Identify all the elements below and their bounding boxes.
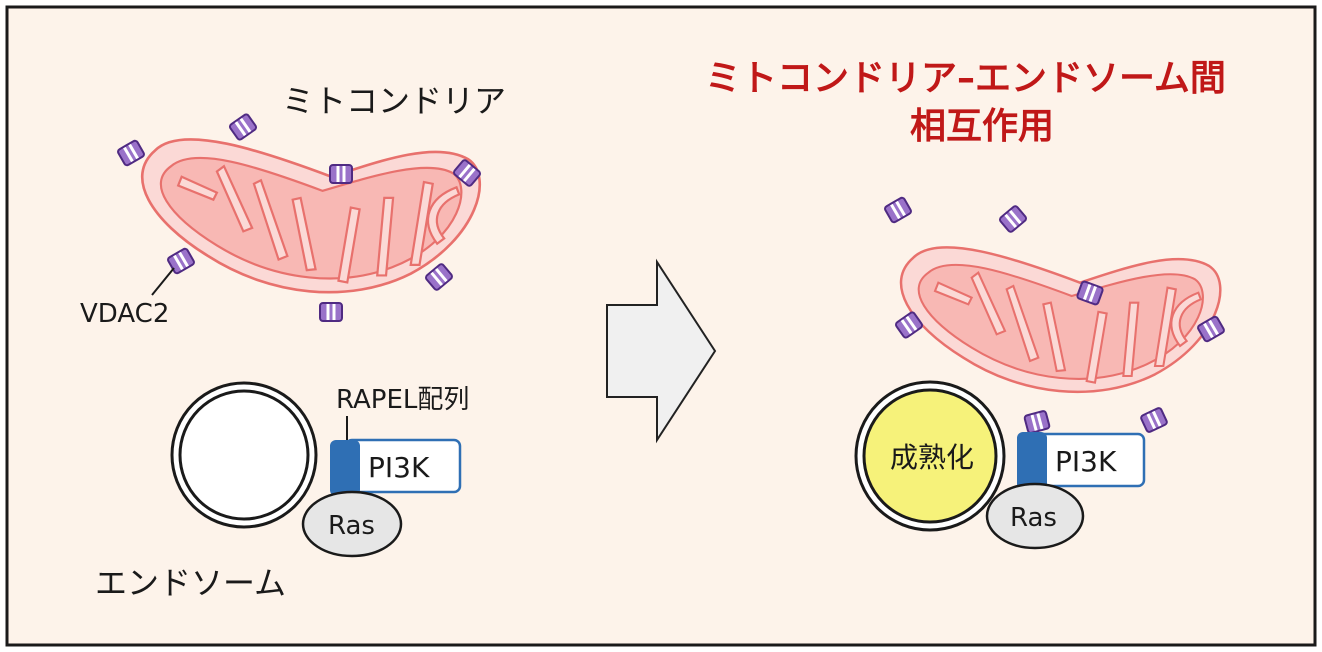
ras-label-left: Ras bbox=[328, 511, 375, 541]
pi3k-label-left: PI3K bbox=[368, 451, 430, 484]
rapel-label: RAPEL配列 bbox=[336, 385, 469, 415]
vdac2-channel-icon bbox=[318, 301, 344, 323]
endosome-right bbox=[854, 380, 1006, 532]
maturation-label: 成熟化 bbox=[890, 441, 974, 474]
title-line1: ミトコンドリア–エンドソーム間 bbox=[705, 58, 1226, 99]
right-arrow-icon bbox=[606, 258, 717, 444]
rapel-segment-left bbox=[330, 440, 360, 496]
ras-label-right: Ras bbox=[1010, 503, 1057, 533]
pi3k-label-right: PI3K bbox=[1055, 445, 1117, 478]
ras-ellipse-right bbox=[985, 482, 1085, 550]
endosome-left bbox=[170, 381, 318, 529]
rapel-segment-right bbox=[1017, 432, 1047, 490]
vdac2-label: VDAC2 bbox=[80, 299, 169, 329]
vdac2-leader-line bbox=[151, 267, 175, 296]
endosome-label: エンドソーム bbox=[95, 564, 286, 602]
title-line2: 相互作用 bbox=[910, 106, 1054, 147]
vdac2-channel-icon bbox=[328, 163, 354, 185]
ras-ellipse-left bbox=[301, 490, 403, 558]
mitochondria-label: ミトコンドリア bbox=[282, 82, 506, 120]
